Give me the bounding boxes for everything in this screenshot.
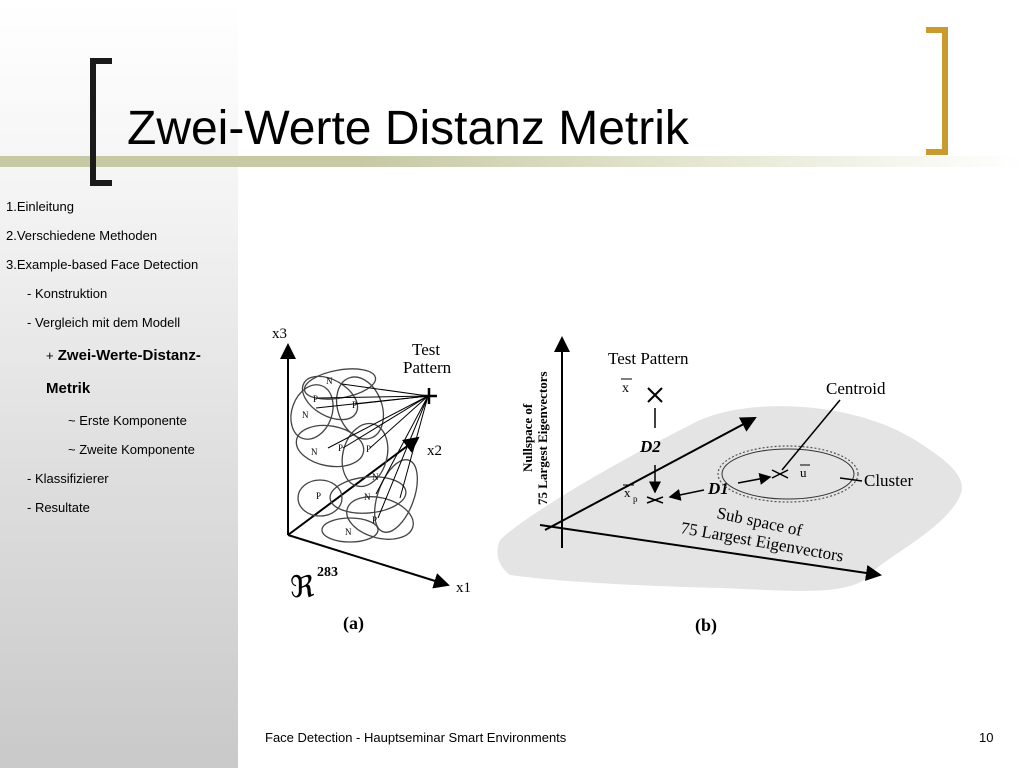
test-pattern-b-label: Test Pattern <box>608 349 689 368</box>
test-pattern-x-marker <box>647 387 663 403</box>
outline-item-methoden[interactable]: 2.Verschiedene Methoden <box>6 228 158 243</box>
cluster-label-n: N <box>345 527 352 537</box>
axis-x2-label: x2 <box>427 443 442 459</box>
test-pattern-distance-lines <box>315 383 429 519</box>
subspace-plane <box>497 406 962 591</box>
cluster-label-p: P <box>366 444 371 454</box>
outline-item-resultate[interactable]: - Resultate <box>27 500 90 515</box>
centroid-pointer <box>781 399 841 471</box>
cluster-ellipse-dotted <box>717 445 859 503</box>
figure-a-diagram: x3 x1 x2 N P P N N P P P N N <box>272 326 471 634</box>
cluster-ellipses <box>290 368 418 543</box>
cluster-label-p: P <box>372 515 377 525</box>
d1-label: D1 <box>707 479 729 498</box>
subspace-axis-2 <box>544 417 757 531</box>
outline-item-erste-komponente[interactable]: ~ Erste Komponente <box>68 413 187 428</box>
nullspace-label-line2: 75 Largest Eigenvectors <box>535 371 550 505</box>
d2-label: D2 <box>639 437 661 456</box>
page-number: 10 <box>979 730 994 745</box>
cluster-label-n: N <box>302 410 309 420</box>
outline-item-zwei-werte-current[interactable]: + Zwei-Werte-Distanz- <box>46 347 201 364</box>
centroid-marker <box>771 469 789 479</box>
distance-metric-figure: x3 x1 x2 N P P N N P P P N N <box>272 326 962 636</box>
cluster-ellipse <box>721 448 855 500</box>
centroid-label: Centroid <box>826 379 886 398</box>
axis-x1-label: x1 <box>456 580 471 596</box>
cluster-label: Cluster <box>864 471 913 490</box>
cluster-label-n: N <box>311 447 318 457</box>
cluster-label-p: P <box>313 394 318 404</box>
test-pattern-label-line2: Pattern <box>403 358 452 377</box>
outline-item-klassifizierer[interactable]: - Klassifizierer <box>27 471 109 486</box>
title-underline-bar <box>0 156 1024 167</box>
axis-x2-line <box>287 436 420 536</box>
cluster-labels: N P P N N P P P N N P N <box>302 376 379 537</box>
figure-b-diagram: Nullspace of 75 Largest Eigenvectors Tes… <box>497 336 962 636</box>
slide-title: Zwei-Werte Distanz Metrik <box>127 102 689 155</box>
d1-arrow-left <box>668 489 705 501</box>
d1-arrow-right <box>737 473 772 485</box>
outline-item-example-based[interactable]: 3.Example-based Face Detection <box>6 257 199 272</box>
cluster-label-p: P <box>338 443 343 453</box>
mu-label: u <box>800 465 807 480</box>
test-pattern-label-line1: Test <box>412 340 440 359</box>
cluster-label-n: N <box>326 376 333 386</box>
outline-item-zwei-werte-label: Zwei-Werte-Distanz- <box>57 347 201 364</box>
xp-label: x <box>624 485 631 500</box>
left-bracket-decoration <box>90 58 112 186</box>
sidebar-panel <box>0 0 238 768</box>
outline-item-einleitung[interactable]: 1.Einleitung <box>6 199 74 214</box>
cluster-label-n: N <box>364 492 371 502</box>
xp-subscript: p <box>633 494 638 504</box>
cluster-label-p: P <box>352 400 357 410</box>
figure-b-caption: (b) <box>695 615 717 636</box>
outline-item-konstruktion[interactable]: - Konstruktion <box>27 286 108 301</box>
footer-text: Face Detection - Hauptseminar Smart Envi… <box>265 730 567 745</box>
outline-item-zwei-werte-label-cont[interactable]: Metrik <box>46 380 91 397</box>
nullspace-label-line1: Nullspace of <box>520 403 535 472</box>
outline-item-vergleich[interactable]: - Vergleich mit dem Modell <box>27 315 181 330</box>
space-exponent: 283 <box>317 565 338 580</box>
cluster-label-p: P <box>316 491 321 501</box>
outline-bullet: + <box>46 348 54 363</box>
right-bracket-decoration <box>926 27 948 155</box>
figure-a-caption: (a) <box>343 613 364 634</box>
axis-x1-line <box>287 534 450 589</box>
cluster-label-n: N <box>372 472 379 482</box>
outline-item-zweite-komponente[interactable]: ~ Zweite Komponente <box>68 442 195 457</box>
cluster-pointer <box>839 477 863 482</box>
axis-x3-label: x3 <box>272 326 287 342</box>
subspace-axis-1 <box>539 524 882 581</box>
x-vector-label: x <box>622 381 629 396</box>
space-symbol: ℜ <box>290 571 315 604</box>
test-pattern-marker <box>421 388 437 404</box>
xp-marker <box>646 496 664 504</box>
